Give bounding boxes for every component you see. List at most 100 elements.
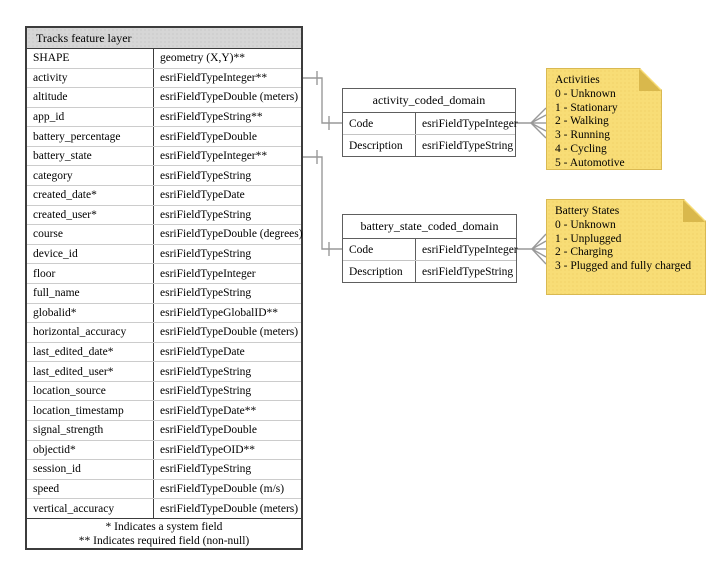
footnote-required-field: ** Indicates required field (non-null) [78,534,250,547]
footnote-system-field: * Indicates a system field [105,520,223,533]
field-name: device_id [27,244,154,264]
field-type: esriFieldTypeString [160,463,252,476]
field-type: esriFieldTypeInteger** [160,150,268,163]
note-item: 1 - Unplugged [555,232,622,245]
field-type: esriFieldTypeDouble [160,130,257,143]
field-name: objectid* [27,440,154,460]
field-type: esriFieldTypeInteger [160,267,256,280]
table-row: last_edited_user* esriFieldTypeString [27,362,301,382]
field-name: location_source [27,381,154,401]
table-row: category esriFieldTypeString [27,166,301,187]
field-name: battery_percentage [27,127,154,146]
field-name: activity [27,68,154,88]
field-type: esriFieldTypeString [160,169,252,182]
note-item: 0 - Unknown [555,218,616,231]
field-type: esriFieldTypeDouble [160,424,257,437]
field-type: esriFieldTypeDate** [160,404,257,417]
table-title: battery_state_coded_domain [343,215,516,239]
field-name: app_id [27,107,154,127]
table-row: SHAPE geometry (X,Y)** [27,49,301,69]
field-type: esriFieldTypeDate [160,345,245,358]
crowfoot-prong [530,114,547,124]
table-row: Description esriFieldTypeString [343,260,516,282]
field-name: full_name [27,283,154,303]
connector-activity [303,77,342,124]
table-row: Description esriFieldTypeString [343,134,515,156]
crowfoot-prong [531,248,547,258]
table-footnotes: * Indicates a system field ** Indicates … [27,518,301,548]
connector-battery [303,156,342,250]
field-type: esriFieldTypeDate [160,189,245,202]
field-name: globalid* [27,303,154,323]
field-type: esriFieldTypeInteger [422,243,518,256]
note-title: Activities [555,74,600,86]
field-type: geometry (X,Y)** [160,52,245,65]
table-row: battery_state esriFieldTypeInteger** [27,146,301,167]
note-item: 0 - Unknown [555,87,616,100]
field-name: session_id [27,460,154,479]
note-title: Battery States [555,205,620,217]
table-row: device_id esriFieldTypeString [27,244,301,265]
field-type: esriFieldTypeString [160,208,252,221]
field-name: SHAPE [27,49,154,68]
crowfoot-prong [530,122,547,139]
table-row: horizontal_accuracy esriFieldTypeDouble … [27,323,301,343]
field-name: category [27,166,154,186]
field-type: esriFieldTypeDouble (meters) [160,326,299,339]
field-name: Code [343,239,416,260]
table-row: vertical_accuracy esriFieldTypeDouble (m… [27,499,301,518]
table-row: location_source esriFieldTypeString [27,381,301,402]
note-item: 4 - Cycling [555,142,607,155]
tracks-feature-layer-table: Tracks feature layer SHAPE geometry (X,Y… [25,26,303,550]
table-row: full_name esriFieldTypeString [27,283,301,304]
crowfoot-prong [531,248,547,265]
table-row: created_date* esriFieldTypeDate [27,186,301,206]
field-name: floor [27,264,154,283]
field-name: created_user* [27,205,154,225]
folded-corner [639,69,661,91]
field-type: esriFieldTypeString [422,139,514,152]
note-item: 3 - Running [555,129,610,142]
folded-corner [683,200,705,222]
table-row: floor esriFieldTypeInteger [27,264,301,284]
field-name: vertical_accuracy [27,499,154,518]
field-name: altitude [27,88,154,107]
note-item: 2 - Walking [555,115,609,128]
field-type: esriFieldTypeDouble (m/s) [160,483,285,495]
field-name: location_timestamp [27,401,154,420]
battery-state-coded-domain-table: battery_state_coded_domain Code esriFiel… [342,214,518,283]
note-item: 1 - Stationary [555,101,618,114]
table-row: speed esriFieldTypeDouble (m/s) [27,479,301,500]
table-row: location_timestamp esriFieldTypeDate** [27,401,301,421]
activity-coded-domain-table: activity_coded_domain Code esriFieldType… [342,88,518,157]
field-name: Code [343,113,416,134]
table-row: created_user* esriFieldTypeString [27,205,301,226]
table-row: battery_percentage esriFieldTypeDouble [27,127,301,147]
table-row: Code esriFieldTypeInteger [343,239,518,260]
table-row: activity esriFieldTypeInteger** [27,68,301,89]
field-name: last_edited_user* [27,362,154,381]
field-type: esriFieldTypeDouble (meters) [160,502,299,515]
table-row: last_edited_date* esriFieldTypeDate [27,342,301,363]
table-row: globalid* esriFieldTypeGlobalID** [27,303,301,324]
field-type: esriFieldTypeString [160,385,252,398]
field-type: esriFieldTypeInteger** [160,71,268,84]
field-type: esriFieldTypeString [422,265,514,278]
field-type: esriFieldTypeOID** [160,443,256,456]
field-name: speed [27,479,154,499]
crowfoot-prong [530,122,547,132]
table-row: session_id esriFieldTypeString [27,460,301,480]
field-name: created_date* [27,186,154,205]
table-row: course esriFieldTypeDouble (degrees) [27,225,303,245]
table-row: altitude esriFieldTypeDouble (meters) [27,88,301,108]
field-name: horizontal_accuracy [27,323,154,342]
field-type: esriFieldTypeString [160,248,252,261]
note-item: 3 - Plugged and fully charged [555,260,692,273]
tracks-rows: SHAPE geometry (X,Y)** activity esriFiel… [27,49,303,518]
note-item: 2 - Charging [555,246,613,259]
